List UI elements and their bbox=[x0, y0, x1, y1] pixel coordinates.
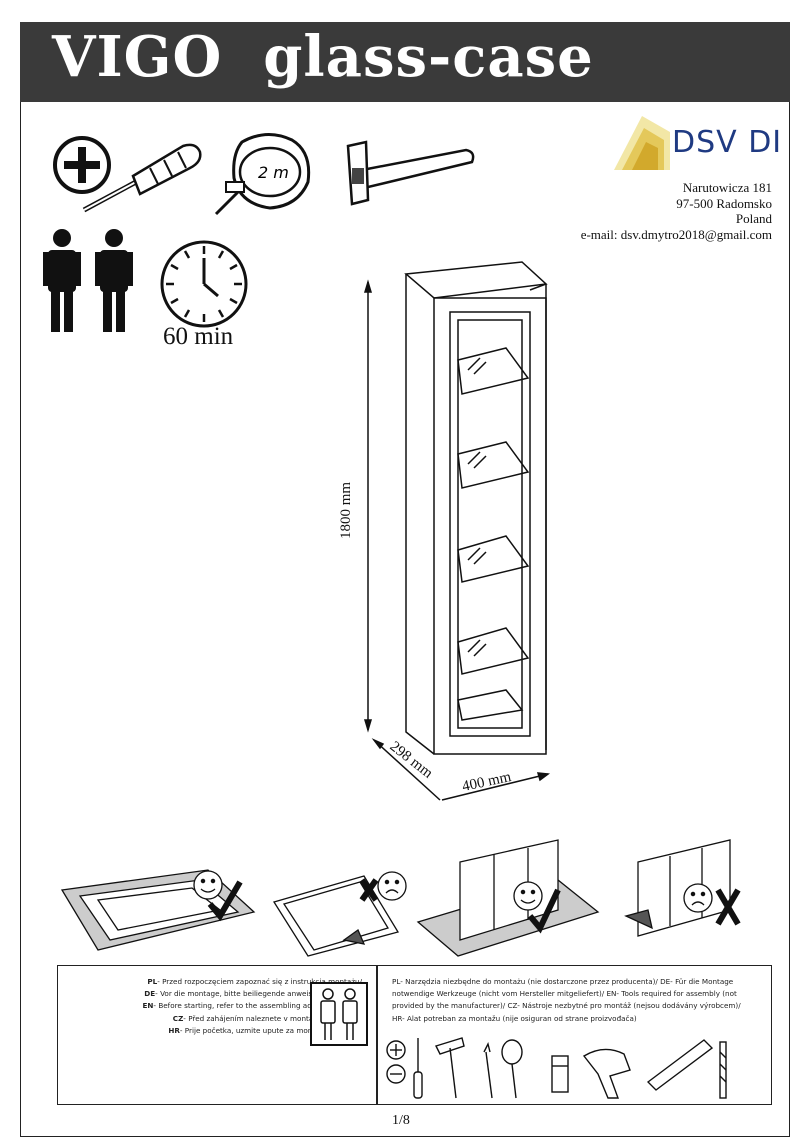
info-left-cz: CZ- Před zahájením naleznete v montážním… bbox=[172, 1013, 362, 1023]
assembly-do-dont-illustrations bbox=[60, 839, 741, 957]
screwdriver-icon bbox=[82, 143, 202, 213]
info-left-en: EN- Before starting, refer to the assemb… bbox=[142, 1001, 362, 1011]
two-people-icon bbox=[43, 229, 133, 332]
info-divider bbox=[376, 965, 378, 1105]
two-people-box-icon bbox=[310, 982, 368, 1046]
info-right-line-3: provided by the manufacturer)/ CZ- Nástr… bbox=[392, 1001, 741, 1011]
tape-measure-icon: 2 m bbox=[214, 133, 311, 216]
height-dimension: 1800 mm bbox=[338, 481, 355, 540]
info-right-line-1: PL- Narzędzia niezbędne do montażu (nie … bbox=[392, 977, 734, 986]
address-country: Poland bbox=[735, 211, 772, 226]
tools-row-icons bbox=[386, 1037, 727, 1099]
info-left-de: DE- Vor die montage, bitte beiliegende a… bbox=[144, 989, 362, 999]
address-city: 97-500 Radomsko bbox=[676, 195, 772, 211]
address-block: Narutowicza 181 97-500 Radomsko Poland e… bbox=[581, 180, 772, 242]
hammer-icon bbox=[346, 140, 475, 206]
address-email: e-mail: dsv.dmytro2018@gmail.com bbox=[580, 226, 772, 242]
title-bar bbox=[20, 22, 790, 102]
address-street: Narutowicza 181 bbox=[682, 180, 772, 195]
info-right-line-2: notwendige Werkzeuge (nicht vom Herstell… bbox=[392, 989, 737, 999]
info-left-pl: PL- Przed rozpoczęciem zapoznać się z in… bbox=[147, 977, 362, 986]
info-left-hr: HR- Prije početka, uzmite upute za monta… bbox=[168, 1025, 362, 1035]
page-title: VIGO glass-case bbox=[52, 24, 594, 90]
info-left-text: PL- Przed rozpoczęciem zapoznać się z in… bbox=[142, 976, 362, 1037]
info-right-text: PL- Narzędzia niezbędne do montażu (nie … bbox=[392, 976, 752, 1025]
clock-icon bbox=[160, 240, 248, 328]
tape-measure-label: 2 m bbox=[258, 163, 289, 182]
cabinet-drawing bbox=[363, 261, 550, 801]
phillips-plus-icon bbox=[53, 136, 111, 194]
info-right-line-4: HR- Alat potreban za montažu (nije osigu… bbox=[392, 1013, 637, 1023]
page-number: 1/8 bbox=[392, 1113, 410, 1128]
assembly-time: 60 min bbox=[163, 323, 234, 350]
info-box bbox=[57, 965, 772, 1105]
dsv-logo-mark bbox=[614, 116, 670, 170]
logo-text: DSV DI bbox=[672, 125, 783, 160]
